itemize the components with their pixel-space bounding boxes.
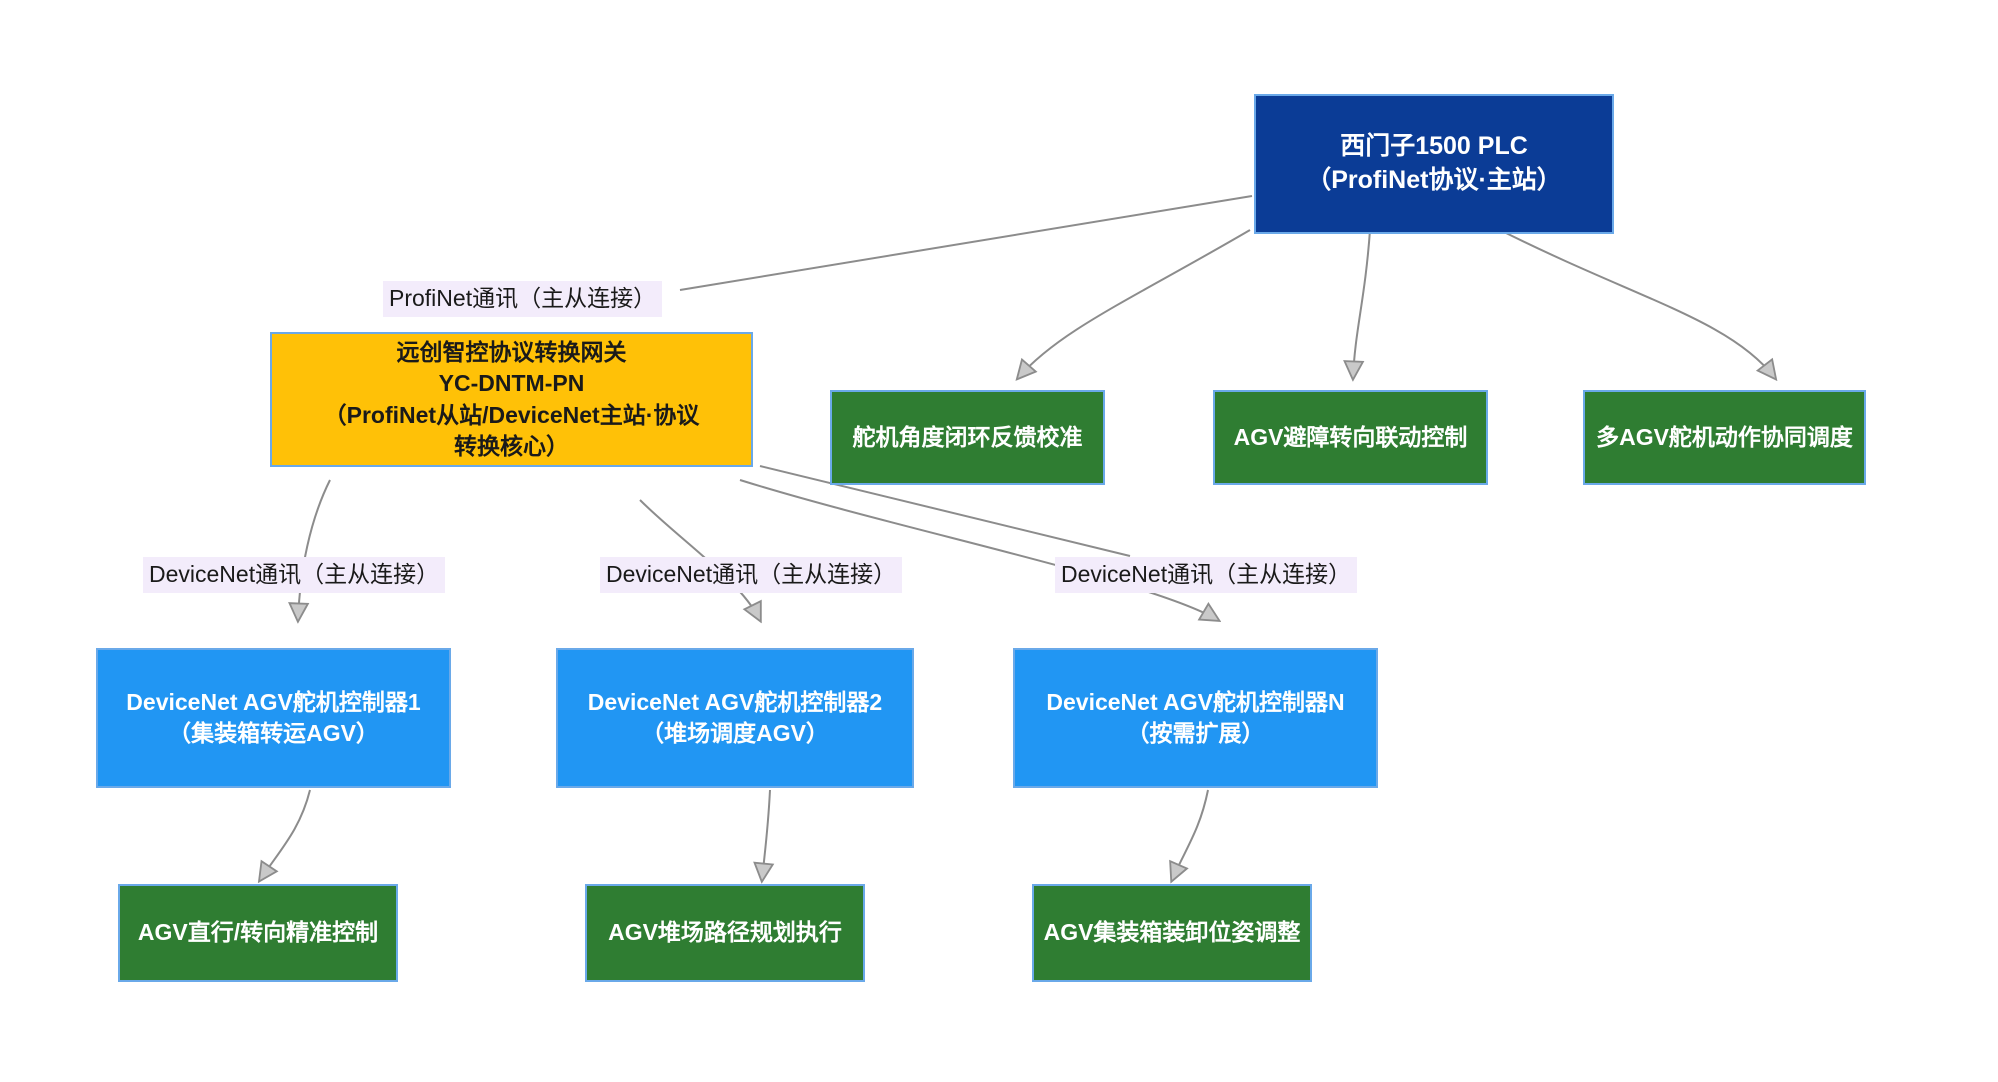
node-plc-function-1[interactable]: 舵机角度闭环反馈校准 <box>830 390 1105 485</box>
node-plc-function-3-label: 多AGV舵机动作协同调度 <box>1596 423 1853 450</box>
node-controller-function-2-label: AGV堆场路径规划执行 <box>608 919 842 946</box>
node-controller-n-line2: （按需扩展） <box>1126 720 1265 746</box>
node-plc-function-1-label: 舵机角度闭环反馈校准 <box>852 423 1083 450</box>
node-controller-1[interactable]: DeviceNet AGV舵机控制器1 （集装箱转运AGV） <box>96 648 451 788</box>
node-controller-2-text: DeviceNet AGV舵机控制器2 （堆场调度AGV） <box>588 687 882 749</box>
node-controller-function-3-label: AGV集装箱装卸位姿调整 <box>1043 919 1301 946</box>
edge-label-devicenet-2: DeviceNet通讯（主从连接） <box>600 557 903 593</box>
node-controller-n-line1: DeviceNet AGV舵机控制器N <box>1046 688 1345 715</box>
node-gateway[interactable]: 远创智控协议转换网关 YC-DNTM-PN （ProfiNet从站/Device… <box>270 332 753 467</box>
node-gateway-text: 远创智控协议转换网关 YC-DNTM-PN （ProfiNet从站/Device… <box>324 337 700 461</box>
node-gateway-line3: （ProfiNet从站/DeviceNet主站·协议 <box>323 401 700 428</box>
node-plc-line2: （ProfiNet协议·主站） <box>1306 166 1562 194</box>
node-controller-2-line2: （堆场调度AGV） <box>641 720 829 746</box>
node-plc-line1: 西门子1500 PLC <box>1340 132 1528 161</box>
node-plc-function-3[interactable]: 多AGV舵机动作协同调度 <box>1583 390 1866 485</box>
node-controller-2[interactable]: DeviceNet AGV舵机控制器2 （堆场调度AGV） <box>556 648 914 788</box>
edge-label-devicenet-1: DeviceNet通讯（主从连接） <box>143 557 446 593</box>
node-controller-1-line2: （集装箱转运AGV） <box>168 720 379 746</box>
node-plc-text: 西门子1500 PLC （ProfiNet协议·主站） <box>1306 130 1562 198</box>
node-gateway-line2: YC-DNTM-PN <box>438 370 585 397</box>
node-controller-n[interactable]: DeviceNet AGV舵机控制器N （按需扩展） <box>1013 648 1378 788</box>
node-plc-function-2-label: AGV避障转向联动控制 <box>1233 423 1468 450</box>
node-gateway-line4: 转换核心） <box>453 432 569 459</box>
node-controller-2-line1: DeviceNet AGV舵机控制器2 <box>587 688 883 715</box>
node-controller-n-text: DeviceNet AGV舵机控制器N （按需扩展） <box>1046 687 1344 749</box>
edge-label-profinet: ProfiNet通讯（主从连接） <box>383 281 663 317</box>
node-controller-1-text: DeviceNet AGV舵机控制器1 （集装箱转运AGV） <box>126 687 420 749</box>
node-controller-function-2[interactable]: AGV堆场路径规划执行 <box>585 884 865 982</box>
node-controller-1-line1: DeviceNet AGV舵机控制器1 <box>126 688 421 715</box>
node-controller-function-1[interactable]: AGV直行/转向精准控制 <box>118 884 398 982</box>
node-controller-function-1-label: AGV直行/转向精准控制 <box>137 919 379 946</box>
node-controller-function-3[interactable]: AGV集装箱装卸位姿调整 <box>1032 884 1312 982</box>
node-plc[interactable]: 西门子1500 PLC （ProfiNet协议·主站） <box>1254 94 1614 234</box>
node-gateway-line1: 远创智控协议转换网关 <box>396 339 627 366</box>
node-plc-function-2[interactable]: AGV避障转向联动控制 <box>1213 390 1488 485</box>
edge-label-devicenet-3: DeviceNet通讯（主从连接） <box>1055 557 1358 593</box>
